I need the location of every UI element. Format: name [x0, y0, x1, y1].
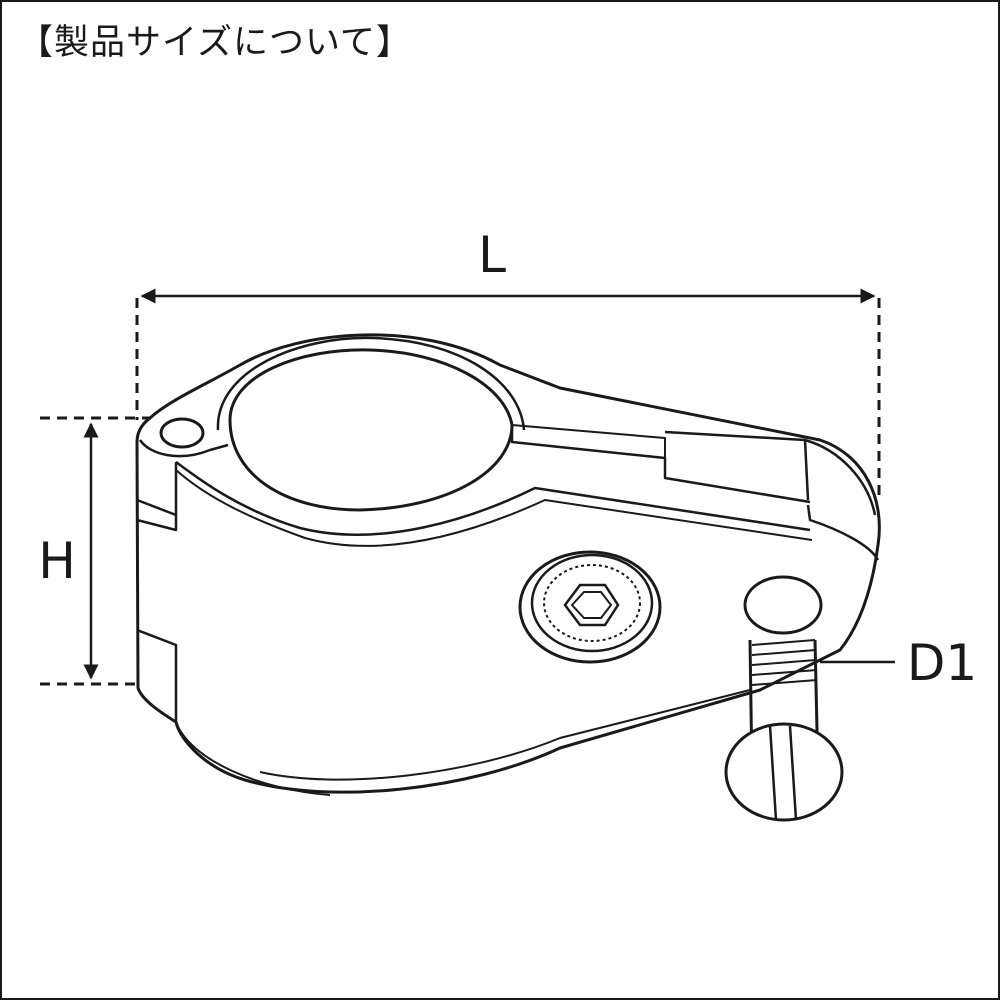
- upper-plate-step: [511, 424, 666, 458]
- front-bevel-lower: [175, 469, 813, 547]
- pin-slot: [768, 725, 798, 821]
- height-dimension: [40, 416, 150, 686]
- page-title: 【製品サイズについて】: [18, 23, 412, 63]
- body-bottom-edge: [175, 721, 331, 796]
- hinge-lip: [138, 439, 229, 458]
- retaining-pin: [724, 575, 844, 822]
- length-dimension: [135, 288, 881, 500]
- height-label: H: [38, 532, 76, 590]
- pin-thread: [751, 639, 818, 686]
- hinge-slit-lower: [136, 628, 178, 722]
- pin-diameter-label: D1: [907, 634, 977, 692]
- front-bevel-upper: [175, 460, 811, 536]
- body-bottom-inner: [259, 689, 751, 781]
- pin-hole: [743, 575, 823, 635]
- hex-socket-inner: [570, 591, 613, 619]
- upper-tab-side: [803, 439, 810, 501]
- length-label: L: [478, 226, 506, 284]
- socket-cap-screw: [518, 550, 662, 664]
- lower-tab-top: [806, 504, 880, 561]
- clamp-body: [135, 333, 881, 796]
- hinge-slit-upper: [136, 498, 178, 532]
- hinge-hole: [159, 417, 205, 449]
- upper-tab-top: [664, 430, 877, 516]
- tube-bore-rim: [216, 336, 526, 431]
- pin-head: [724, 722, 844, 822]
